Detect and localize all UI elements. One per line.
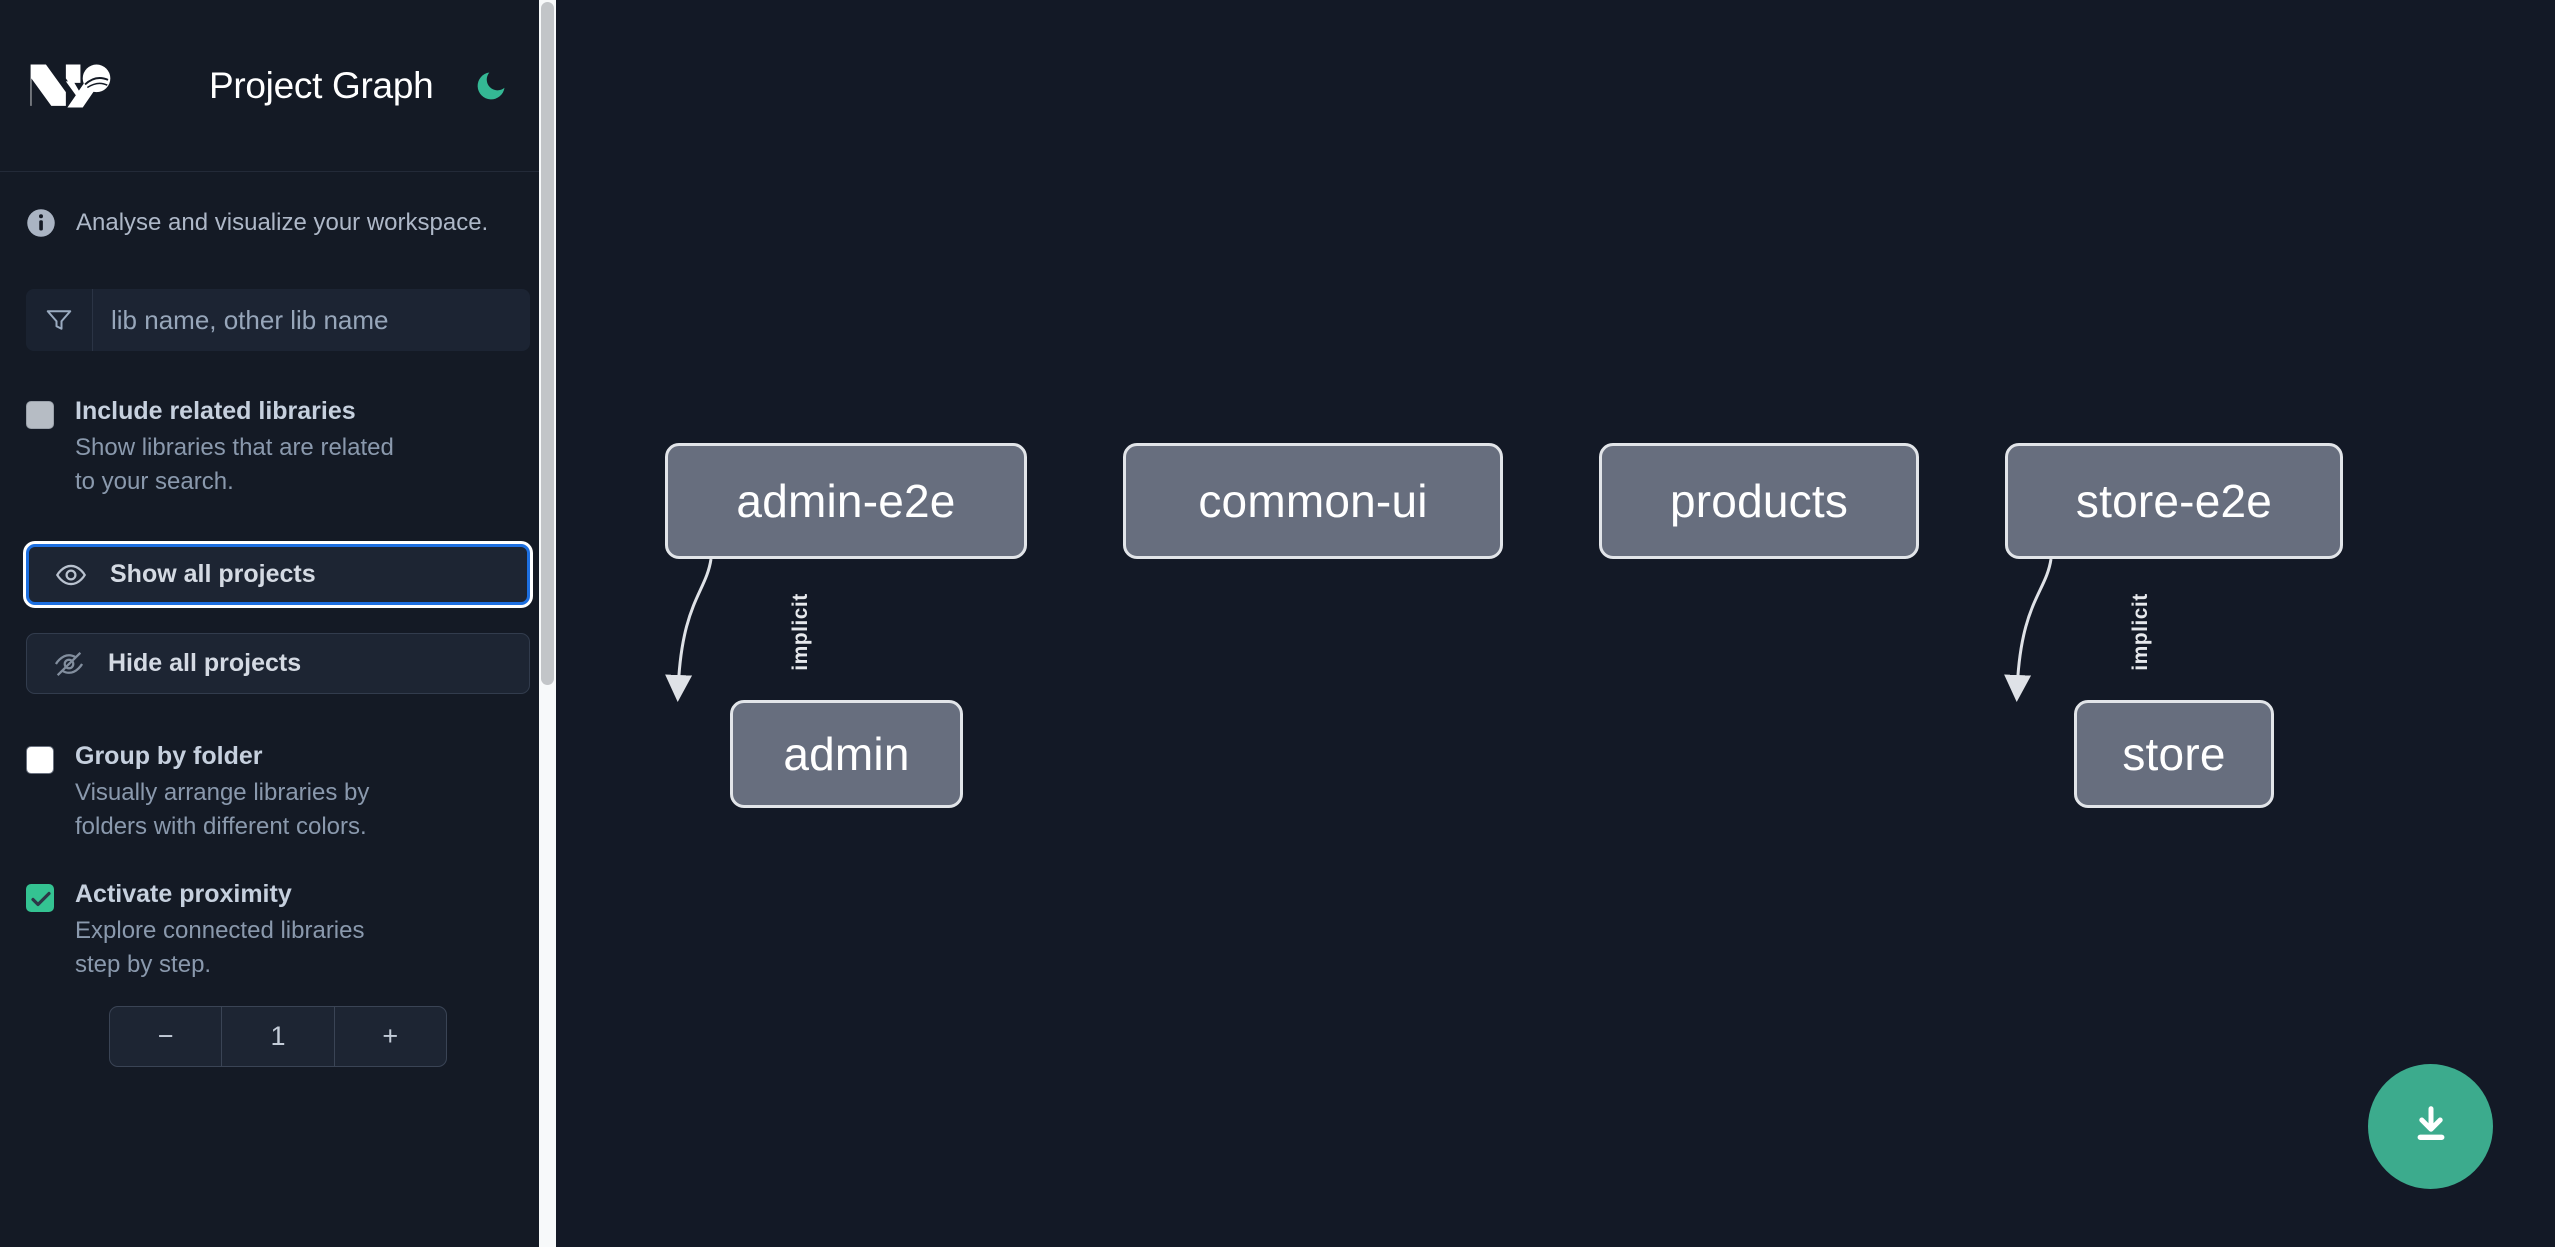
info-icon (26, 208, 56, 238)
include-related-libraries-checkbox[interactable] (26, 401, 54, 429)
workspace-info-text: Analyse and visualize your workspace. (76, 209, 489, 236)
option-description: Explore connected libraries step by step… (75, 916, 365, 978)
option-description: Visually arrange libraries by folders wi… (75, 779, 370, 841)
option-activate-proximity[interactable]: Activate proximity Explore connected lib… (0, 880, 556, 982)
graph-node-store[interactable]: store (2074, 700, 2274, 808)
edge-store-e2e-to-store (2004, 558, 2053, 702)
proximity-stepper: − 1 + (109, 1006, 447, 1068)
filter-icon (26, 289, 93, 351)
hide-all-projects-button[interactable]: Hide all projects (26, 633, 530, 695)
page-title: Project Graph (209, 64, 434, 106)
graph-node-common-ui[interactable]: common-ui (1123, 443, 1503, 559)
option-title: Activate proximity (75, 879, 292, 908)
download-button[interactable] (2368, 1064, 2493, 1189)
eye-off-icon (53, 647, 87, 681)
show-all-projects-button[interactable]: Show all projects (26, 544, 530, 606)
search-bar (26, 289, 530, 351)
graph-node-admin[interactable]: admin (730, 700, 963, 808)
graph-node-products[interactable]: products (1599, 443, 1919, 559)
search-input[interactable] (93, 289, 530, 351)
option-description: Show libraries that are related to your … (75, 433, 394, 496)
graph-edges (665, 558, 2053, 702)
nx-logo-icon (26, 55, 118, 117)
option-group-by-folder[interactable]: Group by folder Visually arrange librari… (0, 742, 556, 844)
option-include-related-libraries[interactable]: Include related libraries Show libraries… (0, 397, 556, 499)
proximity-increment-button[interactable]: + (382, 1021, 399, 1052)
workspace-info: Analyse and visualize your workspace. (0, 172, 556, 238)
option-title: Group by folder (75, 742, 263, 771)
edge-label-admin-e2e-to-admin: implicit (788, 593, 812, 671)
proximity-decrement-button[interactable]: − (157, 1021, 174, 1052)
activate-proximity-checkbox[interactable] (26, 883, 54, 912)
hide-all-projects-label: Hide all projects (108, 649, 302, 678)
sidebar: Project Graph Analyse and visualize your… (0, 0, 556, 1247)
group-by-folder-checkbox[interactable] (26, 746, 54, 775)
moon-icon[interactable] (473, 66, 513, 106)
sidebar-header: Project Graph (0, 0, 556, 172)
sidebar-scrollbar[interactable] (539, 0, 556, 1247)
option-title: Include related libraries (75, 397, 356, 425)
show-all-projects-label: Show all projects (110, 560, 316, 589)
download-icon (2408, 1102, 2454, 1151)
proximity-value: 1 (221, 1007, 335, 1067)
graph-canvas[interactable]: admin-e2e common-ui products store-e2e a… (556, 0, 2555, 1247)
eye-icon (55, 558, 89, 592)
graph-node-admin-e2e[interactable]: admin-e2e (665, 443, 1027, 559)
edge-admin-e2e-to-admin (665, 558, 713, 702)
edge-label-store-e2e-to-store: implicit (2128, 593, 2152, 671)
graph-node-store-e2e[interactable]: store-e2e (2005, 443, 2343, 559)
sidebar-scrollbar-thumb[interactable] (541, 2, 554, 685)
